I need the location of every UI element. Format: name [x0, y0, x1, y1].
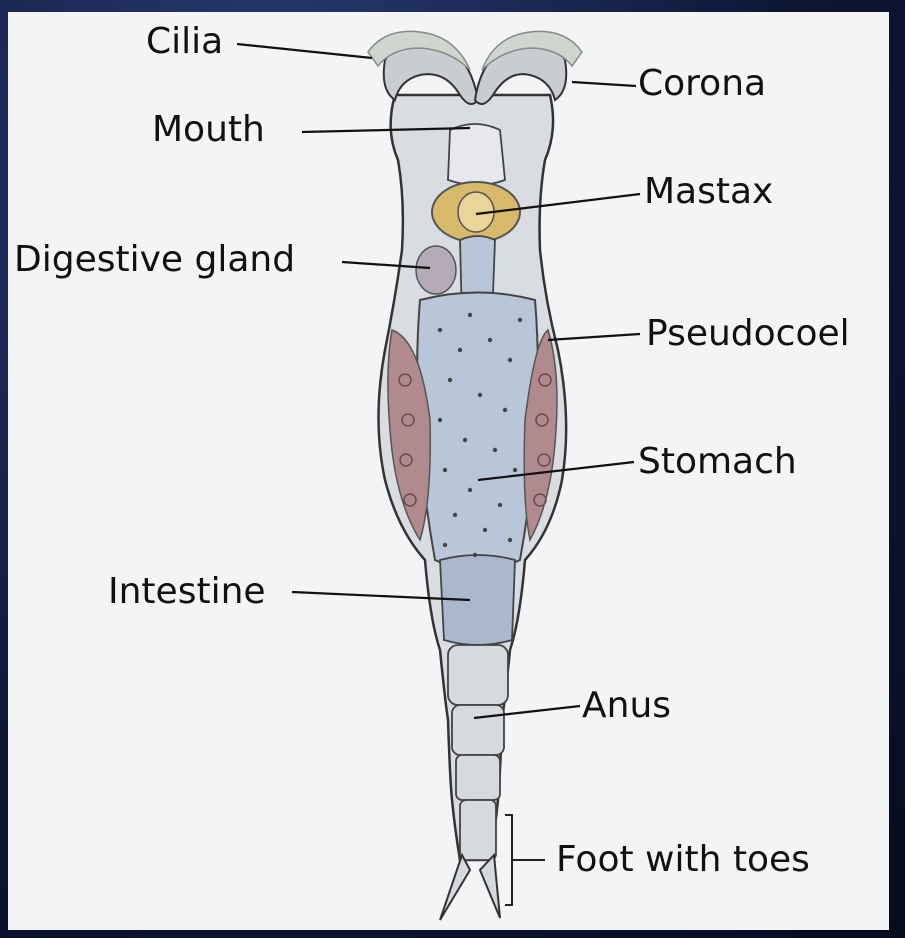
leader-intestine	[291, 590, 471, 602]
label-mastax: Mastax	[644, 171, 774, 212]
label-anus: Anus	[582, 685, 672, 726]
leader-stomach	[477, 460, 635, 482]
leader-cilia	[236, 42, 373, 60]
label-stomach: Stomach	[638, 441, 797, 482]
stomach-dot	[437, 417, 443, 423]
cilia-left	[367, 30, 471, 71]
stomach-dot	[447, 377, 453, 383]
digestive-gland-shape	[415, 245, 457, 295]
stomach-dot	[507, 537, 513, 543]
stomach-dot	[497, 502, 503, 508]
stomach-shape	[416, 291, 539, 571]
pharynx	[447, 123, 506, 186]
stomach-dot	[507, 357, 513, 363]
leader-pseudocoel	[547, 332, 641, 342]
ovary-ring	[533, 493, 547, 507]
foot-bracket	[505, 814, 545, 906]
ovary-right	[523, 328, 558, 543]
ovary-ring	[398, 373, 412, 387]
stomach-dot	[467, 487, 473, 493]
stomach-dot	[512, 467, 518, 473]
foot-segment-2	[459, 799, 497, 861]
stomach-dot	[487, 337, 493, 343]
stomach-dot	[457, 347, 463, 353]
lower-segment-1	[447, 644, 509, 706]
stomach-dot	[482, 527, 488, 533]
label-mouth: Mouth	[152, 109, 265, 150]
ovary-ring	[537, 453, 551, 467]
ovary-ring	[538, 373, 552, 387]
ovary-ring	[403, 493, 417, 507]
toe-right	[478, 852, 501, 919]
intestine-shape	[439, 554, 516, 646]
cilia-right	[481, 30, 583, 71]
stomach-dot	[437, 327, 443, 333]
toe-left	[439, 852, 472, 921]
label-corona: Corona	[638, 63, 767, 104]
ovary-ring	[401, 413, 415, 427]
stomach-dot	[452, 512, 458, 518]
stomach-dot	[477, 392, 483, 398]
lower-segment-2	[451, 704, 505, 756]
leader-mouth	[301, 126, 471, 134]
label-pseudocoel: Pseudocoel	[646, 313, 850, 354]
foot-segment-1	[455, 754, 501, 801]
leader-lines	[236, 42, 641, 720]
leader-mastax	[475, 192, 641, 216]
ovary-ring	[399, 453, 413, 467]
ovary-left	[387, 328, 432, 542]
stomach-dot	[462, 437, 468, 443]
stomach-dot	[467, 312, 473, 318]
leader-corona	[571, 80, 637, 88]
label-foot-with-toes: Foot with toes	[556, 839, 810, 880]
label-cilia: Cilia	[146, 21, 224, 62]
leader-digestive-gland	[341, 260, 431, 270]
label-digestive-gland: Digestive gland	[14, 239, 296, 280]
stomach-dot	[442, 542, 448, 548]
label-intestine: Intestine	[108, 571, 266, 612]
stomach-dot	[502, 407, 508, 413]
stomach-dot	[472, 552, 478, 558]
stomach-dot	[492, 447, 498, 453]
leader-anus	[473, 704, 581, 720]
stomach-dot	[517, 317, 523, 323]
ovary-ring	[535, 413, 549, 427]
stomach-dot	[442, 467, 448, 473]
